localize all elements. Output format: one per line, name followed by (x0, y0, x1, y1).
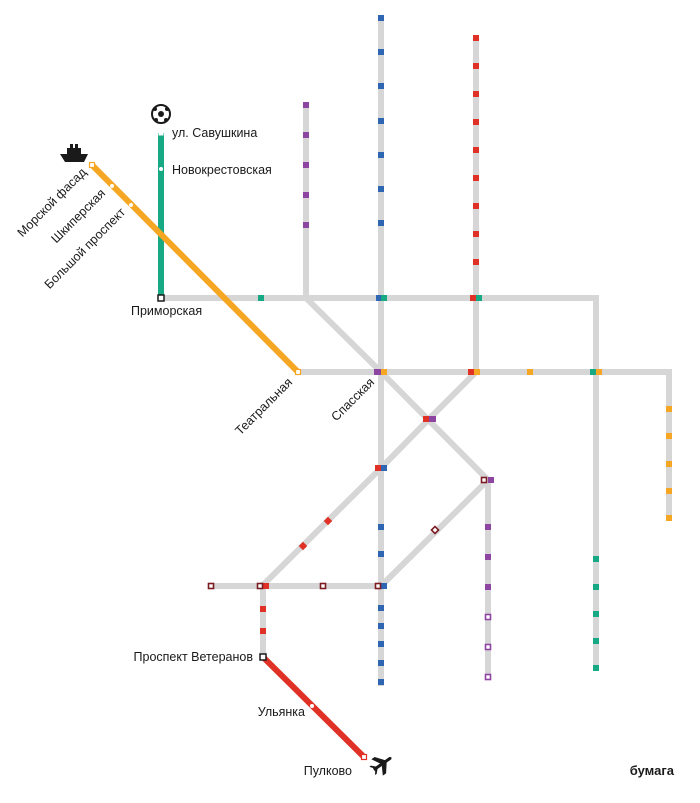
station-label-spasskaya: Спасская (329, 375, 378, 424)
planned-hollow-purple (484, 613, 492, 681)
red-ticks (260, 35, 479, 634)
brand-logo: бумага (630, 763, 675, 778)
orange-line (89, 162, 301, 375)
planned-hollow-markers (207, 476, 488, 590)
station-label-morskoy-fasad: Морской фасад (15, 165, 90, 240)
station-markers (88, 130, 368, 761)
blue-ticks (376, 15, 387, 685)
football-icon (151, 104, 171, 124)
existing-network (158, 15, 672, 686)
station-label-pulkovo: Пулково (304, 764, 352, 778)
station-label-teatralnaya: Театральная (232, 375, 295, 438)
green-ticks (258, 295, 599, 671)
station-label-savushkina: ул. Савушкина (172, 126, 257, 140)
ship-icon (60, 144, 88, 162)
station-label-prospekt-veteranov: Проспект Ветеранов (134, 650, 254, 664)
purple-ticks (303, 102, 494, 590)
station-label-primorskaya: Приморская (131, 304, 202, 318)
airplane-icon (369, 756, 392, 776)
orange-ticks (381, 369, 672, 521)
station-label-ulyanka: Ульянка (258, 705, 305, 719)
planned-station-ticks (207, 15, 672, 685)
station-label-novokrestovskaya: Новокрестовская (172, 163, 272, 177)
